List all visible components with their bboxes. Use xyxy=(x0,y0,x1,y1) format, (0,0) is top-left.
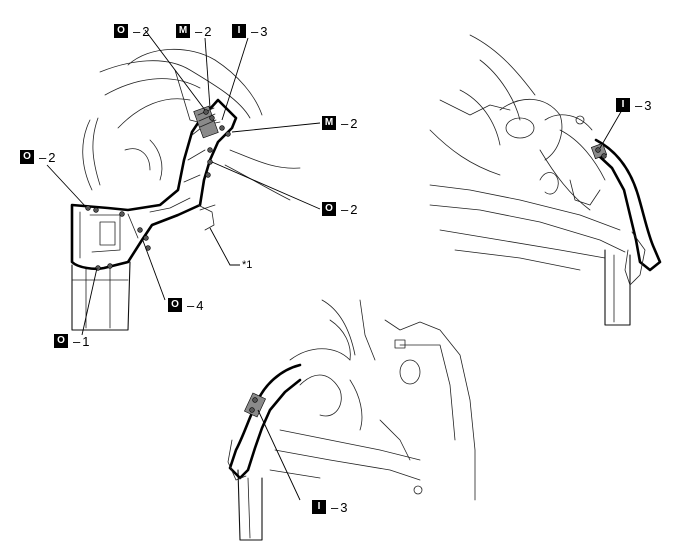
callout-badge: M xyxy=(176,24,190,38)
callout-m2-top: M–2 xyxy=(176,23,212,39)
reference-label: *1 xyxy=(242,259,253,271)
callout-badge: O xyxy=(20,150,34,164)
callout-number: 2 xyxy=(142,23,150,39)
callout-number: 2 xyxy=(48,149,56,165)
callout-o4: O–4 xyxy=(168,297,204,313)
callout-badge: I xyxy=(312,500,326,514)
callout-o2-right: O–2 xyxy=(322,201,358,217)
callout-i3-right: I–3 xyxy=(616,97,652,113)
view-left-assembly xyxy=(46,29,321,336)
callout-o1: O–1 xyxy=(54,333,90,349)
callout-badge: O xyxy=(322,202,336,216)
callout-badge: I xyxy=(616,98,630,112)
callout-number: 3 xyxy=(260,23,268,39)
callout-number: 2 xyxy=(204,23,212,39)
view-bottom-assembly xyxy=(227,299,476,541)
callout-badge: I xyxy=(232,24,246,38)
view-right-assembly xyxy=(429,34,662,326)
callout-number: 2 xyxy=(350,115,358,131)
callout-number: 4 xyxy=(196,297,204,313)
callout-i3-top: I–3 xyxy=(232,23,268,39)
callout-o2-top: O–2 xyxy=(114,23,150,39)
callout-badge: M xyxy=(322,116,336,130)
callout-number: 1 xyxy=(82,333,90,349)
callout-number: 3 xyxy=(644,97,652,113)
callout-i3-bottom: I–3 xyxy=(312,499,348,515)
callout-badge: O xyxy=(168,298,182,312)
callout-badge: O xyxy=(114,24,128,38)
callout-number: 3 xyxy=(340,499,348,515)
callout-m2-right: M–2 xyxy=(322,115,358,131)
callout-o2-left: O–2 xyxy=(20,149,56,165)
callout-badge: O xyxy=(54,334,68,348)
callout-number: 2 xyxy=(350,201,358,217)
